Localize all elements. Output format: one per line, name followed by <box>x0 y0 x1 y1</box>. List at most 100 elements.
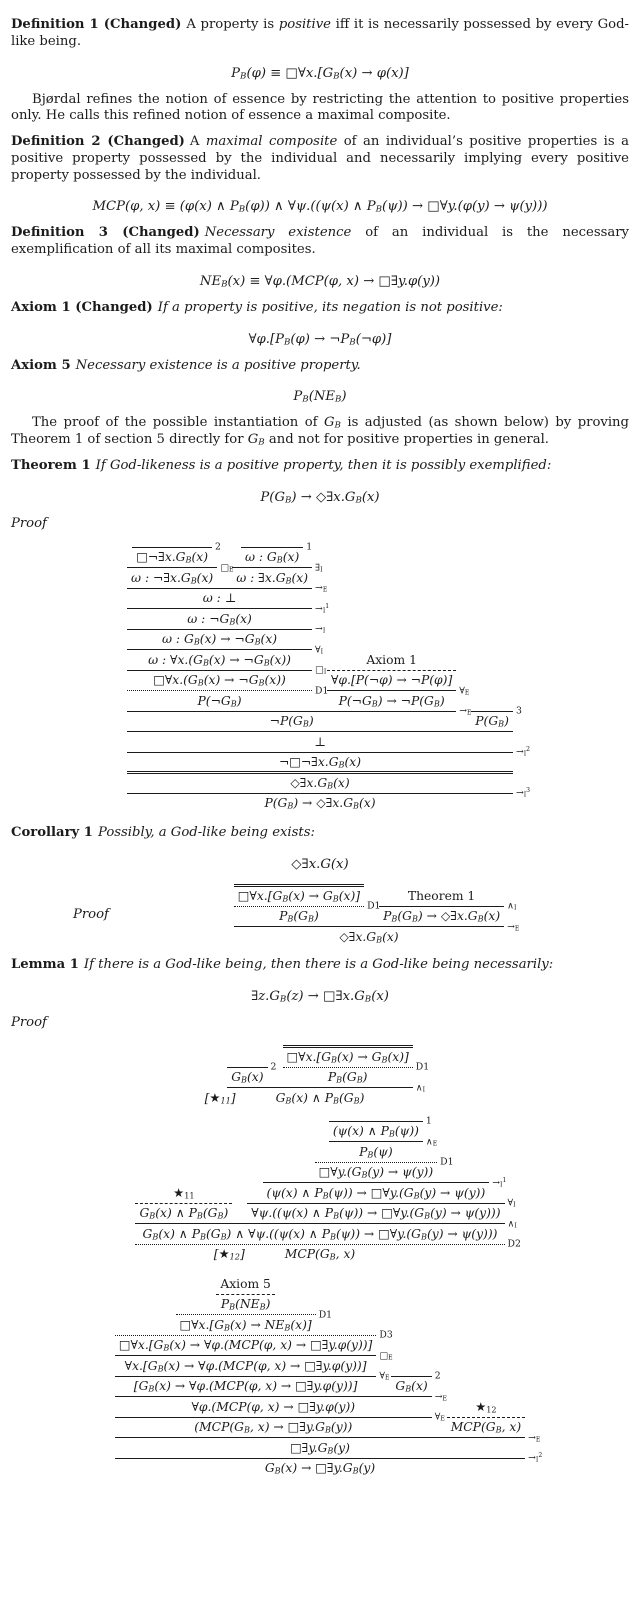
math-formula: NEB(x) ≡ ∀φ.(MCP(φ, x) → □∃y.φ(y)) <box>199 273 441 290</box>
rule-label: D1 <box>440 1156 454 1168</box>
formula: ¬□¬∃x.GB(x) <box>278 755 362 771</box>
inference-line-row: ∧I <box>379 901 516 912</box>
inference-line-solid <box>227 1087 413 1089</box>
heading-label: Definition 2 (Changed) <box>11 134 185 150</box>
inference-line-row <box>216 1292 275 1296</box>
inference-line-dashed <box>135 1202 233 1204</box>
inference-line-row: →I1 <box>262 1177 506 1188</box>
conclusion-row: PB(GB) <box>324 1069 372 1086</box>
premises-row: Axiom 1 <box>362 652 421 669</box>
inference-line-row: 1 <box>328 1116 432 1127</box>
formula: □∀y.(GB(y) → ψ(y)) <box>318 1165 434 1180</box>
conclusion-row: ω : ∃x.GB(x) <box>232 570 312 587</box>
formula: ω : ∀x.(GB(x) → ¬GB(x)) <box>148 652 291 668</box>
premises-row: Axiom 1∀φ.[P(¬φ) → ¬P(φ)] <box>327 652 457 689</box>
formula: ω : ¬GB(x) <box>187 611 252 627</box>
inference-line-dotted <box>175 1314 316 1316</box>
rule-label: ∃I <box>315 562 323 574</box>
display-math: P(GB) → ◇∃x.GB(x) <box>11 486 629 505</box>
rule-label: →E <box>459 705 472 718</box>
formula: P(GB) → ◇∃x.GB(x) <box>264 796 376 812</box>
formula: (ψ(x) ∧ PB(ψ)) <box>332 1124 419 1139</box>
inference-line-solid <box>127 628 313 630</box>
inference-line-double <box>127 771 513 775</box>
rule-label: →I1 <box>492 1176 507 1189</box>
rule-label: 2 <box>215 541 221 553</box>
inference-line-row: →I3 <box>127 788 530 799</box>
formula: ∀x.[GB(x) → ∀φ.(MCP(φ, x) → □∃y.φ(y))] <box>124 1358 367 1374</box>
inference-line-row <box>327 668 457 672</box>
premises-row: □∀x.[GB(x) → GB(x)] <box>282 1045 413 1066</box>
inference-line-row: D1 <box>175 1309 332 1320</box>
display-math: ◇∃x.G(x) <box>11 853 629 872</box>
conclusion-row: □∀x.[GB(x) → NEB(x)] <box>176 1317 316 1334</box>
inference-line-row: ∀E <box>114 1412 445 1423</box>
inference-line-row: 1 <box>240 542 312 553</box>
paragraph: Definition 1 (Changed)A property is posi… <box>11 17 629 51</box>
inference-line-row: →E <box>127 583 327 594</box>
conclusion-row: ◇∃x.GB(x) <box>335 929 402 946</box>
inference-line-solid <box>227 1066 268 1068</box>
formula: MCP(GB, x) <box>450 1420 522 1435</box>
rule-label: D1 <box>415 1061 430 1073</box>
inference-line-dashed <box>216 1293 275 1295</box>
inference-line-solid <box>471 710 513 712</box>
rule-label: →I <box>315 623 326 636</box>
inference-line-solid <box>127 587 313 589</box>
premises-row: 1(ψ(x) ∧ PB(ψ)) <box>328 1116 432 1140</box>
conclusion-row: ★12 <box>471 1399 500 1416</box>
formula: ¬P(GB) <box>269 714 314 730</box>
formula: GB(x) <box>395 1379 428 1394</box>
proof-label: Proof <box>73 907 109 922</box>
formula: □∀x.(GB(x) → ¬GB(x)) <box>153 673 286 689</box>
rule-label: →E <box>434 1391 447 1403</box>
rule-label: □E <box>379 1350 393 1362</box>
inference-line-row: ∀E <box>114 1371 389 1382</box>
math-formula: MCP(φ, x) ≡ (φ(x) ∧ PB(φ)) ∧ ∀ψ.((ψ(x) ∧… <box>92 199 548 216</box>
conclusion-row: GB(x) ∧ PB(GB) ∧ ∀ψ.((ψ(x) ∧ PB(ψ)) → □∀… <box>139 1226 502 1243</box>
conclusion-row: GB(x) <box>227 1069 267 1086</box>
inference-line-dotted <box>282 1066 413 1068</box>
display-math: MCP(φ, x) ≡ (φ(x) ∧ PB(φ)) ∧ ∀ψ.((ψ(x) ∧… <box>11 195 629 214</box>
inference-line-row: 2 <box>391 1371 441 1382</box>
inference-line-solid <box>328 1141 423 1143</box>
citation-label: Axiom 1 <box>366 652 417 667</box>
math-formula: PB(NEB) <box>293 389 347 406</box>
formula: PB(GB) <box>279 909 319 924</box>
inference-line-dotted <box>314 1161 438 1163</box>
formula: ω : ∃x.GB(x) <box>236 570 309 586</box>
inference-line-dotted <box>233 905 365 907</box>
inference-line-double <box>282 1045 413 1049</box>
inference-line-solid <box>114 1375 377 1377</box>
proof-node: ★12 <box>471 1399 500 1416</box>
rule-label: D1 <box>315 685 329 697</box>
conclusion-row: ⊥ <box>310 734 330 751</box>
conclusion-row: PB(GB) → ◇∃x.GB(x) <box>379 908 504 925</box>
inference-line-solid <box>114 1355 377 1357</box>
conclusion-row: □∃y.GB(y) <box>286 1440 354 1457</box>
